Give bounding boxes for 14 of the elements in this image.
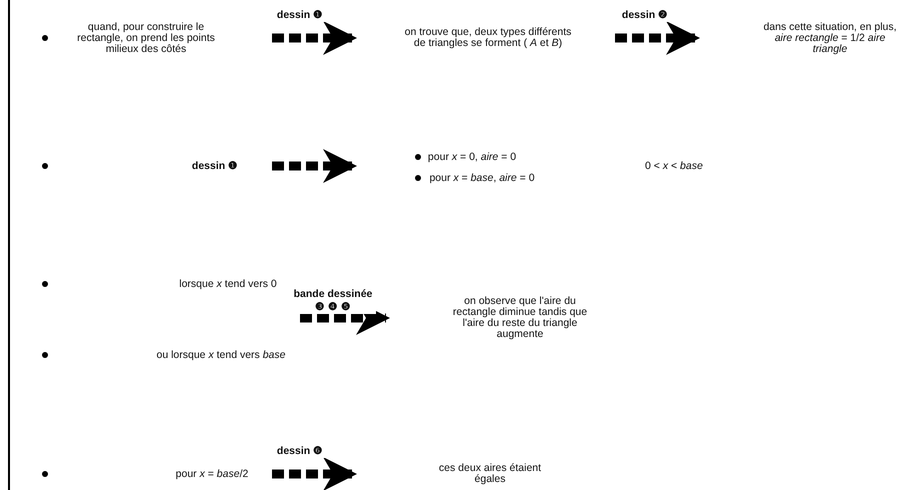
dashed-arrow xyxy=(272,457,357,490)
statement-text: pour x = base/2 xyxy=(150,462,272,486)
range-note: 0 < x < base xyxy=(645,160,703,172)
statement-text: dessin ❶ xyxy=(150,156,272,176)
dashed-arrow xyxy=(615,21,700,55)
statement-text: pour x = 0, aire = 0 xyxy=(357,145,560,167)
statement-text: dans cette situation, en plus, aire rectangle = 1/2 aire triangle xyxy=(700,18,906,58)
statement-text: ces deux aires étaient égales xyxy=(357,460,620,488)
statement-text: pour x = base, aire = 0 xyxy=(357,165,560,188)
statement-text: lorsque x tend vers 0 xyxy=(150,276,288,318)
statement-text: ou lorsque x tend vers base xyxy=(140,318,300,364)
statement-text: on observe que l'aire du rectangle diminue tandis que l'aire du reste du triangle augmente xyxy=(390,290,650,346)
dashed-arrow xyxy=(272,21,357,55)
dashed-arrow xyxy=(272,149,357,183)
